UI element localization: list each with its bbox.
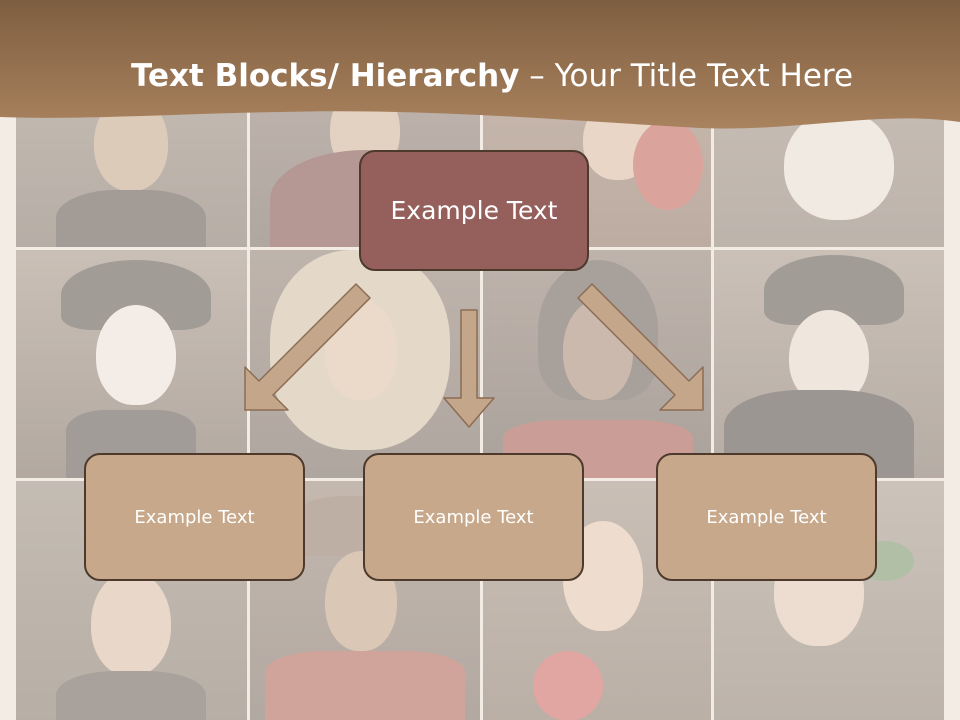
slide-title-rest: – Your Title Text Here (519, 58, 854, 94)
slide-title: Text Blocks/ Hierarchy – Your Title Text… (0, 54, 960, 98)
arrow-down (443, 309, 495, 428)
arrow-down-right (577, 283, 704, 411)
hierarchy-root-box: Example Text (359, 150, 589, 271)
header-band (0, 0, 960, 129)
hierarchy-child-box-right: Example Text (656, 453, 877, 581)
hierarchy-child-label: Example Text (134, 506, 255, 528)
hierarchy-child-box-left: Example Text (84, 453, 305, 581)
arrow-down-left (244, 283, 371, 411)
hierarchy-child-label: Example Text (706, 506, 827, 528)
hierarchy-root-label: Example Text (390, 196, 558, 225)
slide-title-bold: Text Blocks/ Hierarchy (130, 58, 520, 94)
hierarchy-child-label: Example Text (413, 506, 534, 528)
hierarchy-child-box-center: Example Text (363, 453, 584, 581)
